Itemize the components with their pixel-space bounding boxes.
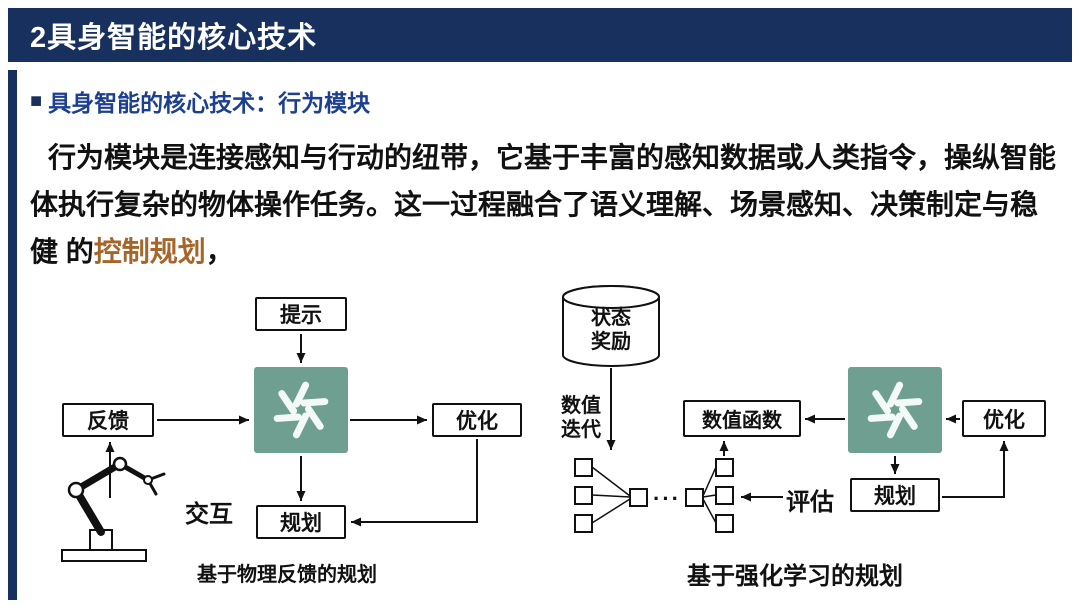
state-label: 状态 — [591, 307, 631, 329]
tree-ellipsis: ··· — [653, 486, 681, 511]
reward-label: 奖励 — [591, 331, 631, 353]
paragraph-line-2: 体执行复杂的物体操作任务。这一过程融合了语义理解、场景感知、决策制定与稳 — [30, 189, 1039, 220]
openai-knot-glyph-right — [867, 381, 923, 439]
right-diagram-arrows — [606, 368, 1009, 502]
left-accent-stripe — [8, 70, 17, 600]
prompt-box: 提示 — [255, 297, 347, 331]
value-iteration-line1: 数值 — [561, 395, 601, 417]
right-diagram-caption: 基于强化学习的规划 — [687, 563, 903, 590]
optimize-box-left: 优化 — [432, 403, 522, 437]
section-title: 具身智能的核心技术：行为模块 — [48, 90, 371, 116]
value-iteration-label: 数值迭代 — [556, 394, 606, 442]
optimize-box-right: 优化 — [962, 400, 1046, 437]
left-diagram-caption: 基于物理反馈的规划 — [197, 564, 377, 586]
paragraph-line-3-suffix: ， — [205, 236, 234, 267]
highlighted-term: 控制规划 — [93, 236, 206, 267]
paragraph-line-3: 健 的控制规划， — [30, 228, 1060, 275]
header-bar: 2具身智能的核心技术 — [8, 8, 1072, 62]
feedback-box: 反馈 — [62, 403, 154, 437]
body-paragraph: 行为模块是连接感知与行动的纽带，它基于丰富的感知数据或人类指令，操纵智能 体执行… — [30, 134, 1060, 275]
paragraph-line-3-prefix: 健 的 — [30, 236, 94, 267]
section-bullet-icon: ■ — [30, 90, 43, 112]
section-title-row: ■ 具身智能的核心技术：行为模块 — [30, 84, 370, 118]
connector-plan-to-optimize-right — [942, 441, 1009, 498]
openai-logo-icon-right — [848, 367, 942, 453]
plan-box-left: 规划 — [256, 505, 346, 539]
robot-arm-icon — [61, 456, 166, 562]
evaluate-label: 评估 — [786, 489, 834, 516]
value-function-box: 数值函数 — [683, 400, 801, 437]
openai-knot-glyph — [273, 381, 329, 439]
search-tree-icon — [574, 458, 734, 533]
page-title: 2具身智能的核心技术 — [30, 22, 318, 54]
interact-label: 交互 — [185, 501, 233, 528]
plan-box-right: 规划 — [850, 478, 940, 512]
state-reward-label: 状态奖励 — [563, 306, 659, 354]
openai-logo-icon — [254, 367, 348, 453]
paragraph-line-1: 行为模块是连接感知与行动的纽带，它基于丰富的感知数据或人类指令，操纵智能 — [48, 142, 1057, 173]
connector-optimize-to-plan — [351, 439, 478, 527]
value-iteration-line2: 迭代 — [561, 419, 601, 441]
state-reward-cylinder-shape — [562, 285, 660, 367]
